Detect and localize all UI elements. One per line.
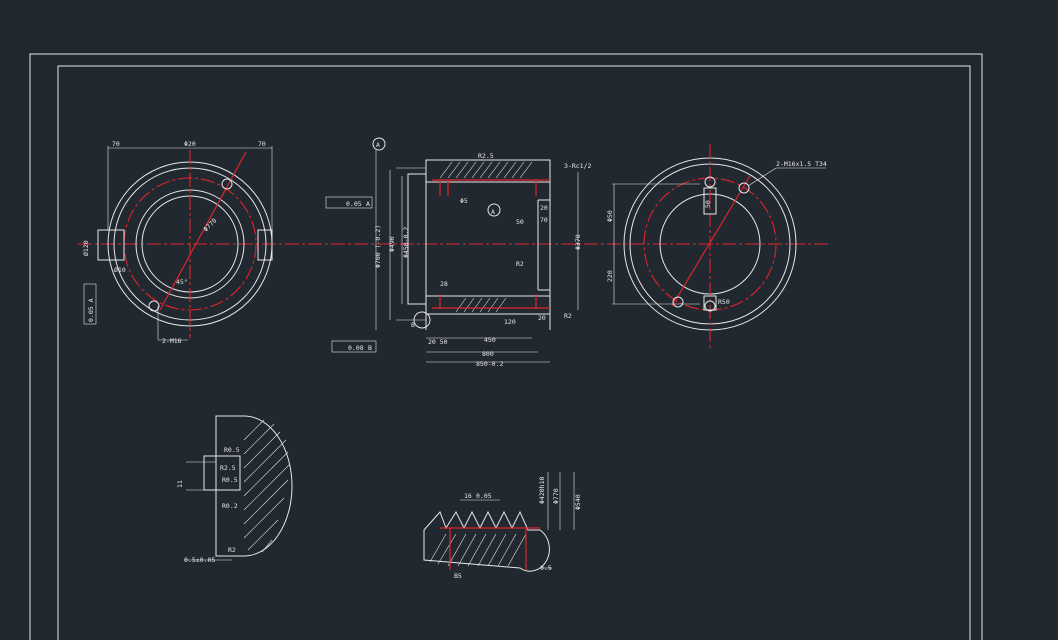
- dim-text: Φ20: [184, 140, 196, 148]
- dim-text: Ø10: [114, 266, 126, 274]
- right-hole-top: [704, 176, 716, 188]
- dim-text: 120: [504, 318, 516, 326]
- datum-circle-A: [487, 203, 501, 217]
- dim-text: R2: [564, 312, 572, 320]
- dim-text: 16: [464, 492, 472, 500]
- dim-text: 20 50: [428, 338, 448, 346]
- dim-text: B: [411, 321, 415, 329]
- dim-text: 50: [704, 200, 712, 208]
- dim-text: 0.5±0.05: [184, 556, 215, 564]
- dim-text: R0.2: [222, 502, 238, 510]
- section-hatch-bottom: [455, 297, 507, 313]
- dim-text: A: [491, 208, 495, 216]
- datum-circle-A-top: [372, 137, 386, 151]
- right-slot-bottom: [703, 295, 717, 311]
- dim-text: Φ770: [552, 488, 560, 504]
- dim-text: Φ770: [202, 217, 219, 234]
- tolerance-frame-bottom: [331, 340, 377, 353]
- dim-text: A: [366, 200, 370, 208]
- right-hole-bottom: [704, 300, 716, 312]
- dim-text: 28: [440, 280, 448, 288]
- detail1-groove: [203, 455, 241, 491]
- dim-text: R0.5: [222, 476, 238, 484]
- right-end-view[interactable]: 2-M16x1.5 T34 50 Φ50 220 220 R50: [606, 144, 827, 348]
- dim-text: 2-M16: [162, 337, 182, 345]
- left-end-view[interactable]: 70 Φ20 70 Φ770 Ø120 45° 2-M16 Ø10 0.05 A: [82, 140, 273, 345]
- dim-text: 20: [538, 314, 546, 322]
- dim-text: B: [368, 344, 372, 352]
- dim-text: Ø120: [82, 240, 90, 256]
- left-hole-bottom: [148, 300, 160, 312]
- sheet-inner-border: [57, 65, 971, 640]
- section-hatch-top: [439, 161, 533, 179]
- dim-text: R0.5: [224, 446, 240, 454]
- sheet-outer-border: [29, 53, 983, 640]
- dim-text: R50: [718, 298, 730, 306]
- right-key-slot: [257, 229, 273, 261]
- detail2-outline: [423, 510, 550, 572]
- detail1-hatch: [243, 419, 291, 553]
- section-flange: [407, 173, 427, 305]
- detail2-hatch: [429, 533, 527, 567]
- dim-text: B5: [454, 572, 462, 580]
- section-bottom-wall: [425, 295, 551, 315]
- dim-text: Φ490: [388, 236, 396, 252]
- detail1-outline: [215, 415, 293, 557]
- dim-text: 11: [176, 480, 184, 488]
- dim-text: 50: [516, 218, 524, 226]
- right-hole-bl: [672, 296, 684, 308]
- section-top-wall: [425, 159, 551, 183]
- dim-text: 3-Rc1/2: [564, 162, 591, 170]
- dim-text: R2: [516, 260, 524, 268]
- dim-text: 0.08: [348, 344, 364, 352]
- dim-text: R2.5: [478, 152, 494, 160]
- dim-text: 800: [482, 350, 494, 358]
- right-slot-top: [703, 187, 717, 215]
- dim-text: Φ540: [574, 494, 582, 510]
- dim-text: 220: [606, 270, 614, 282]
- leader: [747, 167, 777, 187]
- detail-circle-B: [413, 311, 431, 329]
- dim-text: Φ370: [574, 234, 582, 250]
- dim-text: R2.5: [220, 464, 236, 472]
- dim-text: 0.5: [540, 564, 552, 572]
- dim-text: Φ450-0.2: [402, 227, 410, 258]
- left-diagonal: [159, 151, 247, 311]
- dim-text: 70: [540, 216, 548, 224]
- dim-text: Φ420h10: [538, 477, 546, 504]
- dim-text: Φ700 (-0.2): [374, 225, 382, 268]
- dim-text: Φ50: [606, 210, 614, 222]
- dim-text: Φ5: [460, 197, 468, 205]
- right-hole-tr: [738, 182, 750, 194]
- left-hole-top: [221, 178, 233, 190]
- dim-text: 70: [258, 140, 266, 148]
- detail-view-1[interactable]: R0.5 R2.5 R0.5 R0.2 11 0.5±0.05 R2: [176, 415, 293, 564]
- dim-text: 450: [484, 336, 496, 344]
- detail-view-2[interactable]: 16 0.05 Φ420h10 Φ770 Φ540 B5 0.5: [423, 472, 582, 580]
- dim-text: 70: [112, 140, 120, 148]
- dim-text: 0.05 A: [87, 298, 95, 322]
- left-key-slot: [97, 229, 125, 261]
- tolerance-frame: [83, 283, 97, 325]
- dim-text: 2-M16x1.5 T34: [776, 160, 827, 168]
- dim-text: A: [376, 141, 380, 149]
- dim-text: 850-0.2: [476, 360, 503, 368]
- dim-text: 45°: [176, 278, 188, 286]
- dim-text: 20: [540, 204, 548, 212]
- dim-text: 0.05: [476, 492, 492, 500]
- dim-text: 0.05: [346, 200, 362, 208]
- main-section-view[interactable]: A 0.05 A Φ700 (-0.2) Φ490 Φ450-0.2 Φ5 20…: [325, 137, 591, 368]
- tolerance-frame-top: [325, 196, 373, 209]
- dim-text: R2: [228, 546, 236, 554]
- right-diagonal: [671, 175, 751, 307]
